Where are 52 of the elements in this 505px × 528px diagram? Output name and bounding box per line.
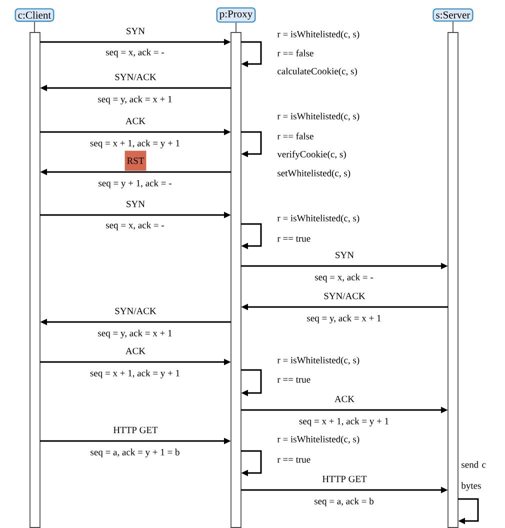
activation-bar xyxy=(230,32,242,528)
edge-label: ACK xyxy=(124,346,147,356)
self-message-arrow xyxy=(241,131,262,158)
self-message-arrow xyxy=(241,450,262,476)
annotation-text: r = isWhitelisted(c, s) xyxy=(277,112,360,122)
sequence-label: seq = x + 1, ack = y + 1 xyxy=(90,370,180,378)
edge-label: ACK xyxy=(333,394,356,404)
edge-label: HTTP GET xyxy=(112,426,159,434)
sequence-label: seq = y, ack = x + 1 xyxy=(98,96,172,104)
sequence-label: seq = a, ack = y + 1 = b xyxy=(90,448,180,458)
activation-bar xyxy=(448,32,458,528)
sequence-label: seq = x + 1, ack = y + 1 xyxy=(299,418,388,426)
annotation-text: send c bytes xyxy=(461,461,486,491)
annotation-text: r == true xyxy=(277,236,310,242)
edge-label: SYN/ACK xyxy=(322,292,366,300)
edge-label: SYN xyxy=(334,250,355,260)
annotation-text: r = isWhitelisted(c, s) xyxy=(277,30,360,40)
edge-label: SYN xyxy=(125,200,146,208)
self-message-arrow xyxy=(241,223,262,250)
sequence-label: seq = x, ack = - xyxy=(315,274,374,282)
lifeline-stub xyxy=(452,21,454,33)
annotation-text: r = isWhitelisted(c, s) xyxy=(277,214,360,224)
self-message-arrow xyxy=(241,41,262,68)
sequence-label: seq = y + 1, ack = - xyxy=(98,180,172,188)
lifeline-header: c:Client xyxy=(14,8,54,22)
annotation-text: r == false xyxy=(277,132,314,140)
annotation-text: r = isWhitelisted(c, s) xyxy=(277,356,360,366)
edge-label: RST xyxy=(124,150,146,171)
sequence-label: seq = x, ack = - xyxy=(106,48,164,58)
lifeline-header: s:Server xyxy=(432,8,474,22)
edge-label: ACK xyxy=(124,116,147,126)
sequence-label: seq = y, ack = x + 1 xyxy=(98,330,172,338)
edge-label: HTTP GET xyxy=(321,474,368,484)
edge-label: SYN/ACK xyxy=(114,306,158,316)
annotation-text: r == true xyxy=(277,377,310,383)
annotation-text: setWhitelisted(c, s) xyxy=(278,170,350,178)
annotation-text: calculateCookie(c, s) xyxy=(278,68,357,76)
annotation-text: r == false xyxy=(277,50,314,56)
lifeline-header: p:Proxy xyxy=(216,7,256,23)
sequence-label: seq = y, ack = x + 1 xyxy=(307,314,381,324)
sequence-label: seq = a, ack = b xyxy=(314,498,374,506)
sequence-label: seq = x + 1, ack = y + 1 xyxy=(90,140,180,148)
edge-label: SYN xyxy=(125,26,146,36)
lifeline-stub xyxy=(34,21,35,33)
annotation-text: r == true xyxy=(277,457,310,463)
sequence-label: seq = x, ack = - xyxy=(106,222,164,230)
self-message-arrow xyxy=(241,369,262,396)
edge-label: SYN/ACK xyxy=(114,72,158,82)
annotation-text: verifyCookie(c, s) xyxy=(277,150,346,160)
self-message-arrow xyxy=(458,498,479,524)
annotation-text: r = isWhitelisted(c, s) xyxy=(277,436,360,444)
activation-bar xyxy=(30,32,40,528)
